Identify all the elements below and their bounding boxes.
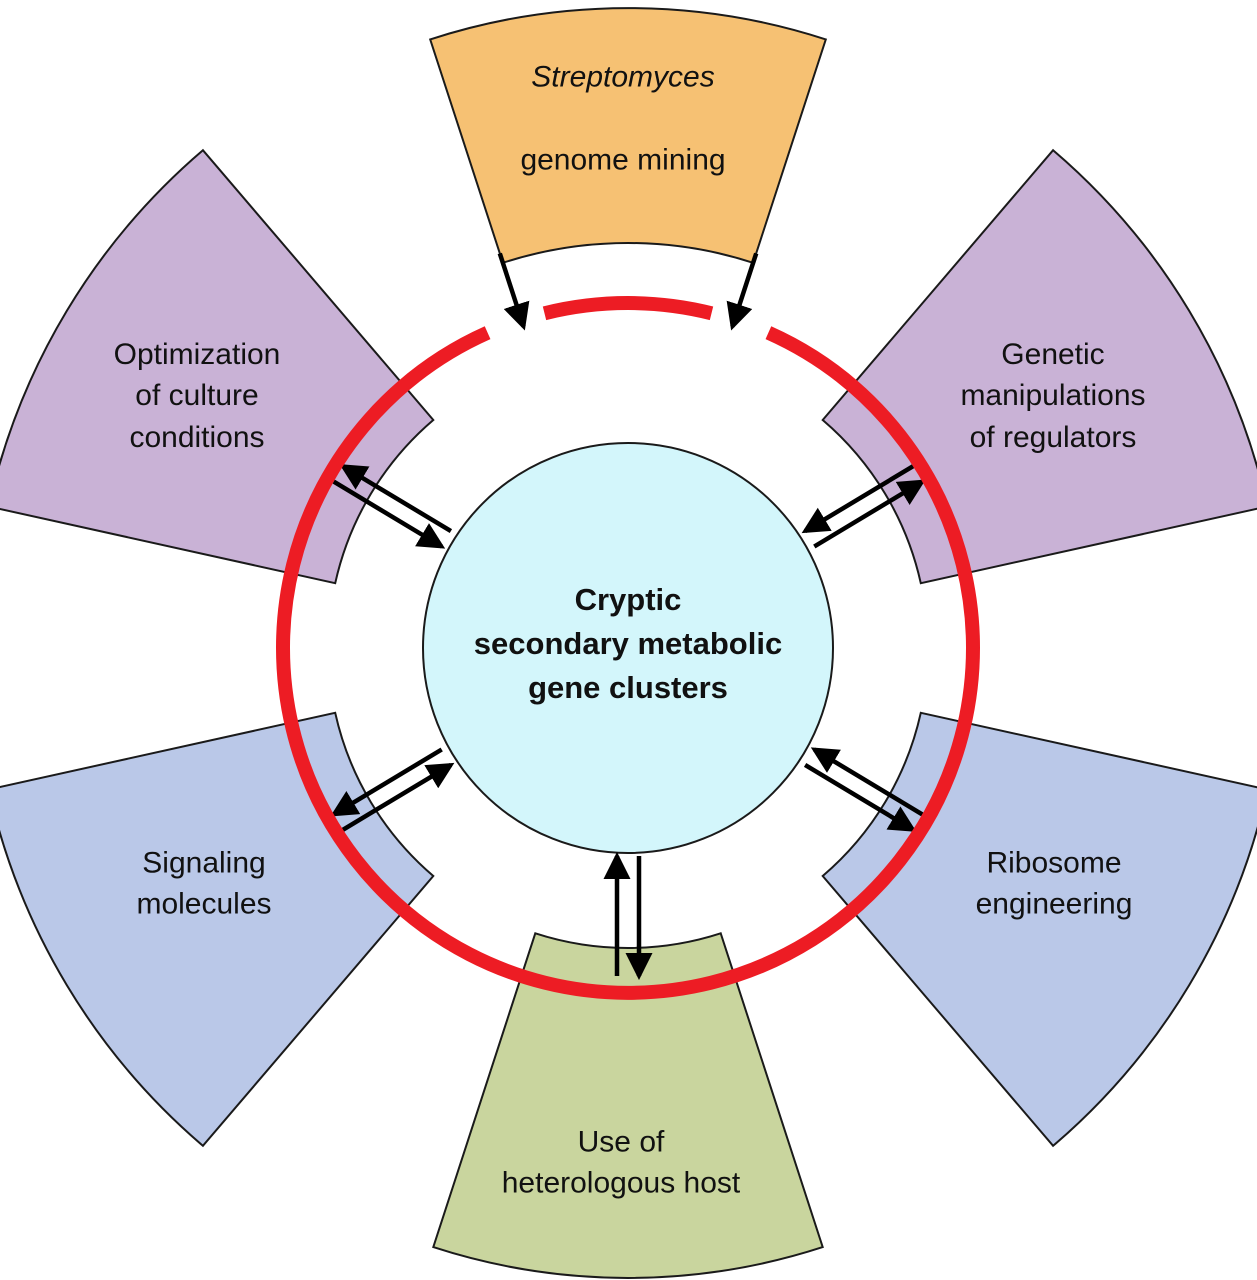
wedge-optimization-culture bbox=[0, 148, 435, 585]
arrow-upper-left-inward bbox=[332, 479, 446, 549]
wedge-ribosome-engineering bbox=[821, 711, 1257, 1148]
arrow-genome-mining-left bbox=[497, 252, 530, 331]
wedge-signaling-molecules bbox=[0, 711, 435, 1148]
wedge-genetic-manipulations bbox=[821, 148, 1257, 585]
wedge-heterologous-host bbox=[432, 932, 824, 1279]
arrow-upper-right-inward bbox=[801, 464, 915, 534]
wedge-genome-mining bbox=[428, 7, 828, 265]
arrow-upper-right-outward bbox=[813, 479, 926, 549]
arrow-lower-right-inward bbox=[810, 747, 924, 817]
arrow-upper-left-outward bbox=[339, 464, 453, 534]
arrow-lower-right-outward bbox=[803, 762, 917, 832]
arrow-lower-left-outward bbox=[330, 747, 443, 817]
arrow-lower-left-inward bbox=[341, 762, 455, 832]
center-circle bbox=[422, 442, 834, 854]
red-ring-arc-main bbox=[276, 326, 980, 1000]
red-ring-arc-top bbox=[542, 296, 714, 321]
arrow-genome-mining-right bbox=[726, 252, 759, 331]
